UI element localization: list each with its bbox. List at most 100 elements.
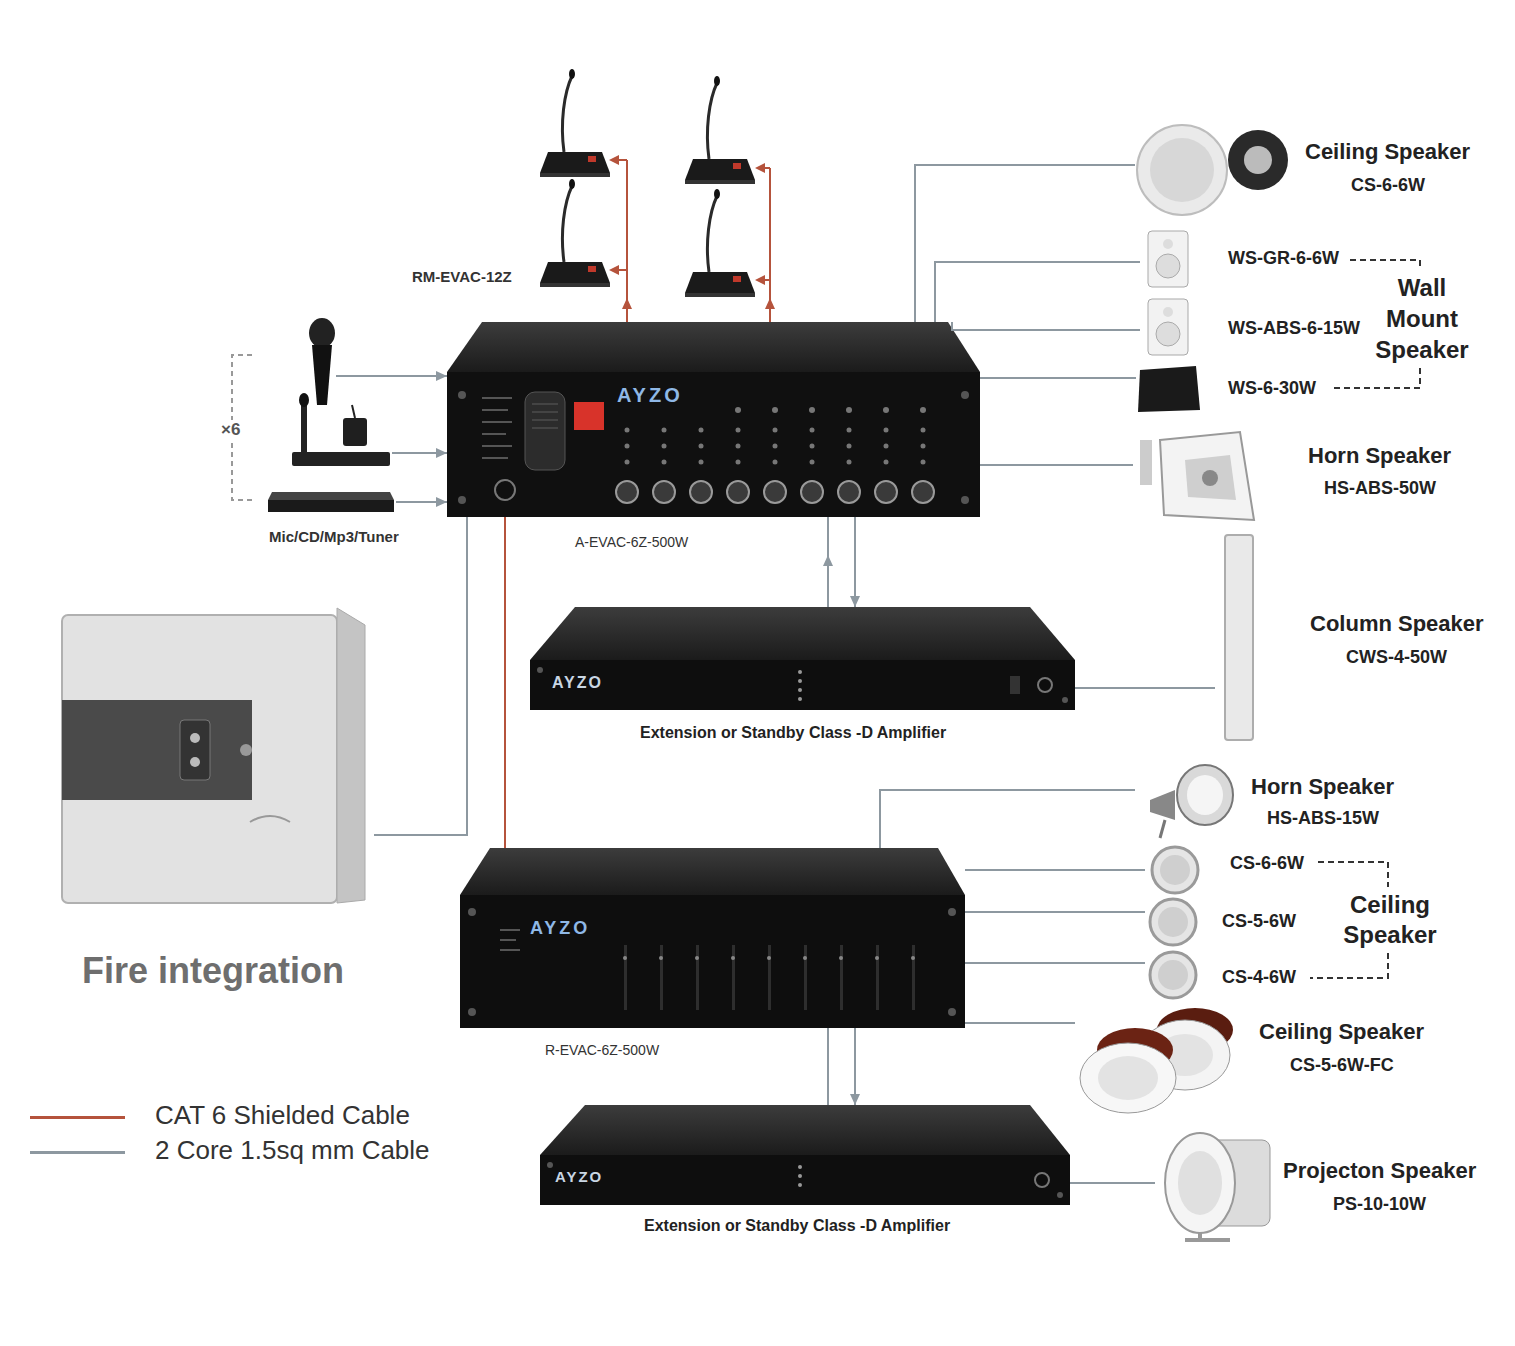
speaker-pictures: [1244, 146, 1272, 174]
class-d-amplifier-body: [798, 1174, 802, 1178]
device-label: WS-ABS-6-15W: [1228, 318, 1360, 339]
group-label: Wall Mount Speaker: [1372, 272, 1472, 366]
remote-amplifier-body: [468, 908, 476, 916]
integrated-amplifier-body: [699, 444, 704, 449]
cable-line: [504, 555, 506, 848]
device-label: HS-ABS-50W: [1324, 478, 1436, 499]
device-label: Ceiling Speaker: [1259, 1019, 1424, 1044]
integrated-amplifier-body: [662, 428, 667, 433]
integrated-amplifier-body: [458, 391, 466, 399]
device-label: Horn Speaker: [1251, 774, 1394, 799]
integrated-amplifier-body: [625, 460, 630, 465]
brand-logo: AYZO: [617, 384, 683, 407]
integrated-amplifier-body: [884, 428, 889, 433]
integrated-amplifier-body: [616, 481, 638, 503]
speaker-pictures: [1160, 855, 1190, 885]
remote-amplifier-body: [696, 945, 699, 1010]
cable: [915, 165, 1135, 322]
integrated-amplifier-body: [574, 402, 604, 430]
audio-sources: [352, 405, 355, 418]
remote-amplifier-body: [911, 956, 915, 960]
integrated-amplifier-body: [727, 481, 749, 503]
cable-line: [965, 869, 1145, 871]
mic-station: [685, 189, 755, 297]
multiplier-label: ×6: [218, 420, 243, 440]
remote-amplifier-body: [660, 945, 663, 1010]
arrowhead: [765, 298, 775, 309]
integrated-amplifier-body: [625, 428, 630, 433]
arrowhead: [436, 497, 447, 507]
remote-amplifier-body: [732, 945, 735, 1010]
fire-panel-body: [62, 615, 337, 903]
mic-station-group: RM-EVAC-12Z: [405, 60, 780, 298]
speaker-pictures: [1158, 907, 1188, 937]
cat6-feeder: [755, 163, 765, 173]
audio-sources: [268, 500, 394, 512]
speaker-pictures: [1080, 125, 1288, 1240]
arrowhead: [622, 298, 632, 309]
cable: [850, 1062, 860, 1105]
fire-panel-body: [190, 757, 200, 767]
column-speaker: Column SpeakerCWS-4-50W: [1215, 533, 1490, 741]
speaker-pictures: [1163, 307, 1173, 317]
integrated-amplifier-body: [525, 392, 565, 470]
integrated-amplifier-body: [690, 481, 712, 503]
group-bracket: [1310, 862, 1388, 978]
integrated-amplifier-body: [838, 481, 860, 503]
integrated-amplifier-body: [810, 428, 815, 433]
ceiling-speaker: Ceiling SpeakerCS-5-6W-FC: [1075, 995, 1430, 1117]
integrated-amplifier-body: [699, 460, 704, 465]
integrated-amplifier-body: [736, 428, 741, 433]
integrated-amplifier-body: [920, 407, 926, 413]
integrated-amplifier-body: [735, 407, 741, 413]
speaker-pictures: [1202, 470, 1218, 486]
cable-line: [1075, 687, 1215, 689]
class-d-amplifier-body: [540, 1155, 1070, 1205]
remote-amplifier-body: [460, 848, 965, 895]
cable: [965, 963, 1145, 964]
integrated-amplifier-body: [447, 322, 980, 555]
cable: [980, 465, 1133, 466]
projection-speaker: Projecton SpeakerPS-10-10W: [1155, 1118, 1481, 1245]
integrated-amplifier-body: [662, 460, 667, 465]
cable: [965, 870, 1145, 871]
cable: [980, 378, 1136, 379]
speaker-pictures: [1158, 960, 1188, 990]
speaker-pictures: [1150, 138, 1214, 202]
integrated-amplifier-body: [662, 444, 667, 449]
speaker-pictures: [1148, 231, 1188, 287]
device-label: Projecton Speaker: [1283, 1158, 1476, 1183]
device-label: CS-5-6W: [1222, 911, 1296, 932]
arrowhead: [850, 1094, 860, 1105]
remote-amplifier-body: [948, 1008, 956, 1016]
integrated-amplifier-body: [875, 481, 897, 503]
speaker-pictures: [1228, 130, 1288, 190]
integrated-amplifier-body: [921, 444, 926, 449]
device-label: CS-6-6W: [1230, 853, 1304, 874]
device-label: Horn Speaker: [1308, 443, 1451, 468]
fire-panel-body: [62, 608, 365, 903]
class-d-amplifier-body: [530, 607, 1075, 710]
integrated-amplifier-body: [482, 398, 512, 458]
integrated-amplifier: AYZOA-EVAC-6Z-500W: [447, 322, 980, 555]
remote-amplifier-body: [828, 1028, 855, 1062]
integrated-amplifier-body: [847, 460, 852, 465]
audio-sources: [343, 418, 367, 446]
brand-logo: AYZO: [552, 674, 603, 692]
integrated-amplifier-body: [884, 444, 889, 449]
class-d-amplifier-body: [540, 1105, 1070, 1155]
ceiling-speaker: CS-5-6W: [1145, 897, 1305, 947]
ceiling-speaker: CS-6-6W: [1145, 845, 1315, 895]
speaker-pictures: [1098, 1056, 1158, 1100]
cable: [952, 322, 1140, 330]
ceiling-speaker: CS-4-6W: [1145, 950, 1305, 1000]
cable: [880, 790, 1135, 848]
horn-speaker: Horn SpeakerHS-ABS-15W: [1135, 758, 1405, 842]
class-d-amplifier-body: [537, 667, 543, 673]
device-label: Extension or Standby Class -D Amplifier: [644, 1217, 950, 1235]
integrated-amplifier-body: [810, 444, 815, 449]
audio-sources: [292, 452, 390, 466]
remote-amplifier-body: [839, 956, 843, 960]
integrated-amplifier-body: [921, 428, 926, 433]
integrated-amplifier-body: [532, 404, 558, 428]
